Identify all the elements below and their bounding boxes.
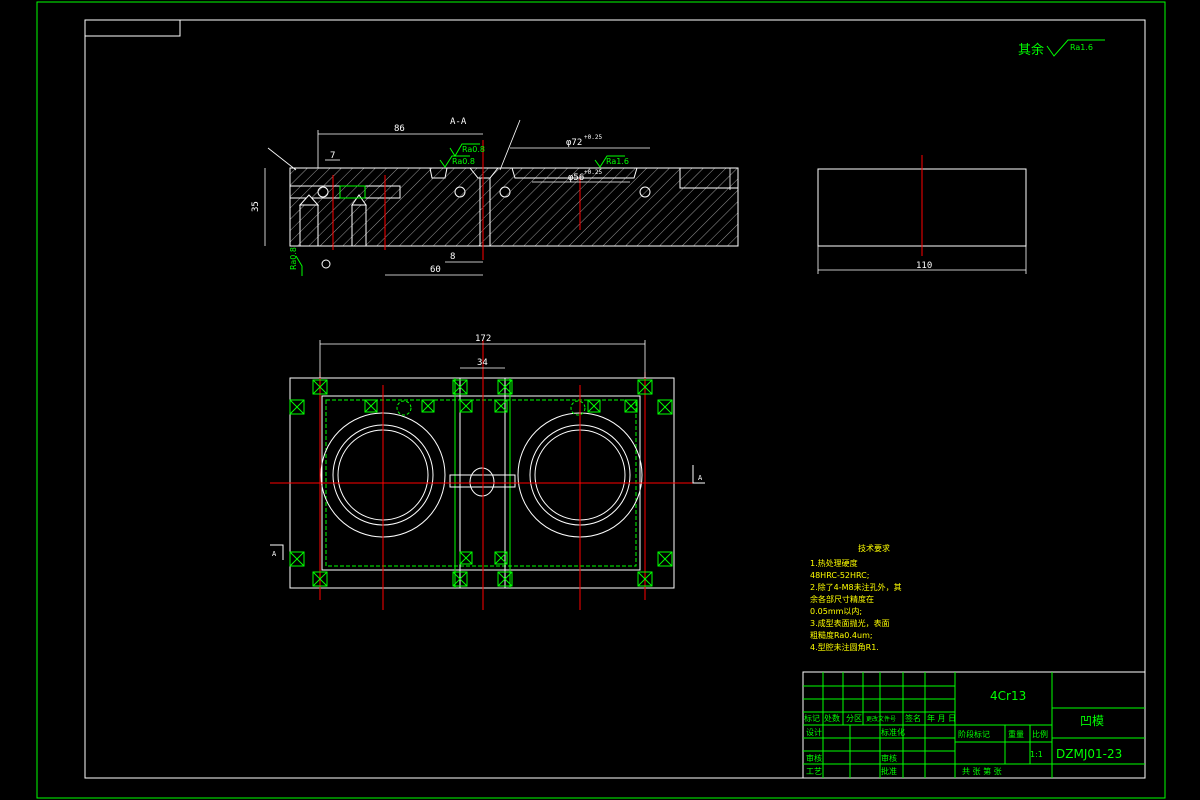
section-mark-left: A bbox=[272, 550, 277, 558]
plan-view: 172 34 A A bbox=[270, 334, 705, 610]
side-view: 110 bbox=[817, 155, 1027, 274]
dim-7: 7 bbox=[330, 151, 335, 161]
tb-material: 4Cr13 bbox=[990, 689, 1026, 703]
tech-req-line-5: 0.05mm以内; bbox=[810, 606, 862, 616]
dim-height: 35 bbox=[251, 201, 261, 212]
dim-phi56-tol: +0.25 bbox=[584, 169, 602, 176]
surface-roughness-note: 其余 Ra1.6 bbox=[1018, 39, 1105, 58]
tb-row-approve: 批准 bbox=[881, 766, 897, 776]
tb-ratio: 比例 bbox=[1032, 729, 1048, 739]
dim-110: 110 bbox=[916, 261, 932, 271]
tb-weight: 重量 bbox=[1008, 729, 1024, 739]
tb-hdr-4: 签名 bbox=[905, 713, 921, 723]
sheet-outer-border bbox=[36, 1, 1166, 799]
tb-hdr-2: 分区 bbox=[846, 714, 862, 723]
surface-note-prefix: 其余 bbox=[1018, 42, 1044, 58]
section-mark-right: A bbox=[698, 474, 703, 482]
tb-hdr-5: 年 月 日 bbox=[927, 713, 956, 723]
surface-note-roughness: Ra1.6 bbox=[1070, 43, 1093, 52]
tb-drawing-no: DZMJ01-23 bbox=[1056, 747, 1122, 761]
ra-mark-c: Ra0.8 bbox=[289, 247, 298, 270]
tech-req-line-4: 余各部尺寸精度在 bbox=[810, 594, 874, 604]
sheet-inner-frame bbox=[84, 19, 1146, 779]
tech-req-line-6: 3.成型表面抛光，表面 bbox=[810, 618, 890, 628]
dim-34: 34 bbox=[477, 358, 488, 368]
tech-req-line-7: 粗糙度Ra0.4um; bbox=[810, 630, 873, 640]
section-label: A-A bbox=[450, 117, 467, 127]
dim-8: 8 bbox=[450, 252, 455, 262]
tb-sheet-info: 共 张 第 张 bbox=[962, 766, 1002, 776]
dim-86: 86 bbox=[394, 124, 405, 134]
tb-row-review: 审核 bbox=[806, 753, 822, 763]
ra-mark-b: Ra0.8 bbox=[452, 157, 475, 166]
dim-phi72-tol: +0.25 bbox=[584, 134, 602, 141]
tb-stage-mark: 阶段标记 bbox=[958, 729, 990, 739]
dim-60: 60 bbox=[430, 265, 441, 275]
tech-req-line-3: 2.除了4-M8未注孔外，其 bbox=[810, 582, 902, 592]
dim-172: 172 bbox=[475, 334, 491, 344]
dim-phi72: φ72 bbox=[566, 138, 582, 148]
section-view-aa: 86 A-A 7 φ72 +0.25 φ56 +0.25 60 8 35 Ra0… bbox=[251, 117, 739, 276]
corner-label-box bbox=[84, 19, 181, 37]
tb-part-name: 凹模 bbox=[1080, 714, 1104, 728]
dim-phi56: φ56 bbox=[568, 173, 584, 183]
tb-scale: 1:1 bbox=[1030, 750, 1043, 759]
ra-mark-d: Ra1.6 bbox=[606, 157, 629, 166]
title-block: 4Cr13 凹模 DZMJ01-23 1:1 标记 处数 分区 更改文件号 签名… bbox=[802, 671, 1146, 779]
tb-row-standard: 标准化 bbox=[881, 727, 905, 737]
tech-req-line-2: 48HRC-52HRC; bbox=[810, 571, 869, 580]
tb-row-audit: 审核 bbox=[881, 753, 897, 763]
ra-mark-a: Ra0.8 bbox=[462, 145, 485, 154]
tb-row-process: 工艺 bbox=[806, 767, 822, 776]
tb-row-design: 设计 bbox=[806, 727, 822, 737]
tech-req-line-8: 4.型腔未注圆角R1. bbox=[810, 642, 879, 652]
tb-hdr-3: 更改文件号 bbox=[866, 715, 896, 723]
tb-hdr-1: 处数 bbox=[824, 713, 840, 723]
tech-req-title: 技术要求 bbox=[858, 543, 890, 553]
tb-hdr-0: 标记 bbox=[804, 713, 820, 723]
technical-requirements: 技术要求 1.热处理硬度 48HRC-52HRC; 2.除了4-M8未注孔外，其… bbox=[810, 543, 902, 652]
tech-req-line-1: 1.热处理硬度 bbox=[810, 558, 858, 568]
